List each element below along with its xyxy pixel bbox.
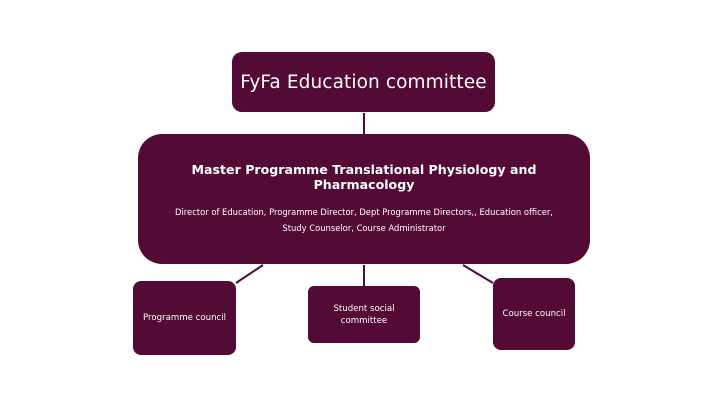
node-master-programme-members-line2: Study Counselor, Course Administrator [282, 223, 446, 233]
node-course-council: Course council [493, 278, 575, 350]
node-master-programme-members-line1: Director of Education, Programme Directo… [175, 207, 553, 217]
node-master-programme-title: Master Programme Translational Physiolog… [191, 162, 537, 192]
node-master-programme: Master Programme Translational Physiolog… [138, 134, 590, 264]
node-student-social-committee: Student social committee [308, 286, 420, 343]
node-education-committee-label: FyFa Education committee [240, 71, 487, 93]
node-student-social-committee-label-line1: Student social [333, 303, 395, 314]
connector-main-to-course-council [462, 264, 494, 284]
connector-main-to-programme-council [235, 264, 264, 284]
node-student-social-committee-label-line2: committee [340, 315, 388, 326]
node-course-council-label: Course council [502, 309, 566, 319]
node-programme-council: Programme council [133, 281, 236, 355]
node-education-committee: FyFa Education committee [232, 52, 495, 112]
node-programme-council-label: Programme council [142, 313, 227, 323]
